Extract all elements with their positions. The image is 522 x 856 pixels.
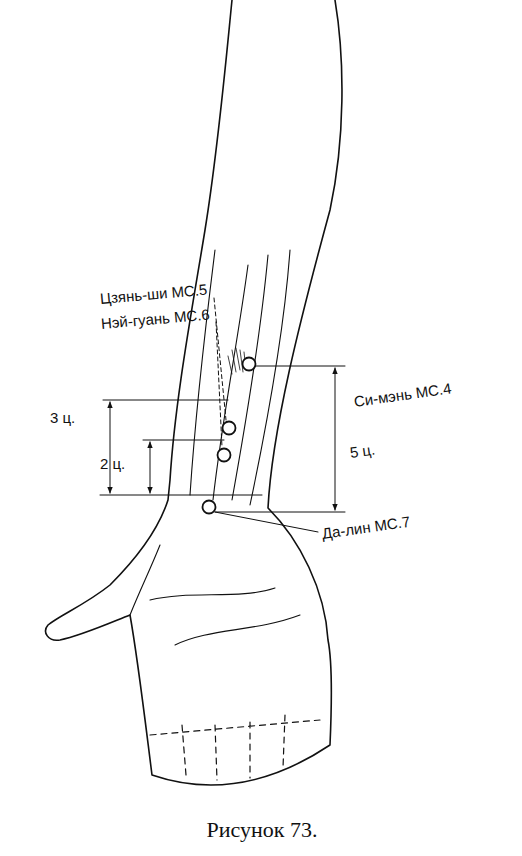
dimension-arrow bbox=[150, 442, 151, 493]
dimension-line bbox=[255, 366, 345, 367]
acupoint bbox=[218, 449, 231, 462]
dimension-arrow bbox=[335, 368, 336, 510]
point-label: Си-мэнь МС.4 bbox=[353, 380, 453, 410]
dimension-line bbox=[103, 400, 228, 401]
arm-outline bbox=[46, 0, 342, 785]
wrist-line bbox=[100, 495, 262, 496]
point-label: Нэй-гуань МС.6 bbox=[100, 307, 210, 333]
palm-crease bbox=[175, 615, 300, 645]
tendon-line bbox=[232, 255, 268, 500]
acupoint bbox=[203, 501, 216, 514]
finger-line bbox=[150, 715, 320, 780]
dimension-label: 3 ц. bbox=[50, 410, 75, 427]
thumb-crease bbox=[130, 545, 160, 615]
dimension-line bbox=[143, 440, 224, 441]
tendon-line bbox=[250, 250, 290, 505]
leader-line bbox=[216, 322, 222, 447]
dimension-label: 2 ц. bbox=[100, 456, 125, 473]
point-label: Да-лин МС.7 bbox=[321, 514, 411, 543]
dimension-arrow bbox=[110, 402, 111, 493]
dimension-line bbox=[215, 512, 345, 513]
acupoint bbox=[223, 422, 236, 435]
figure-caption: Рисунок 73. bbox=[207, 818, 318, 842]
palm-crease bbox=[150, 588, 275, 600]
dimension-label: 5 ц. bbox=[349, 442, 376, 462]
tendon-line bbox=[213, 265, 248, 500]
leader-line bbox=[215, 512, 318, 532]
acupoint bbox=[243, 358, 256, 371]
